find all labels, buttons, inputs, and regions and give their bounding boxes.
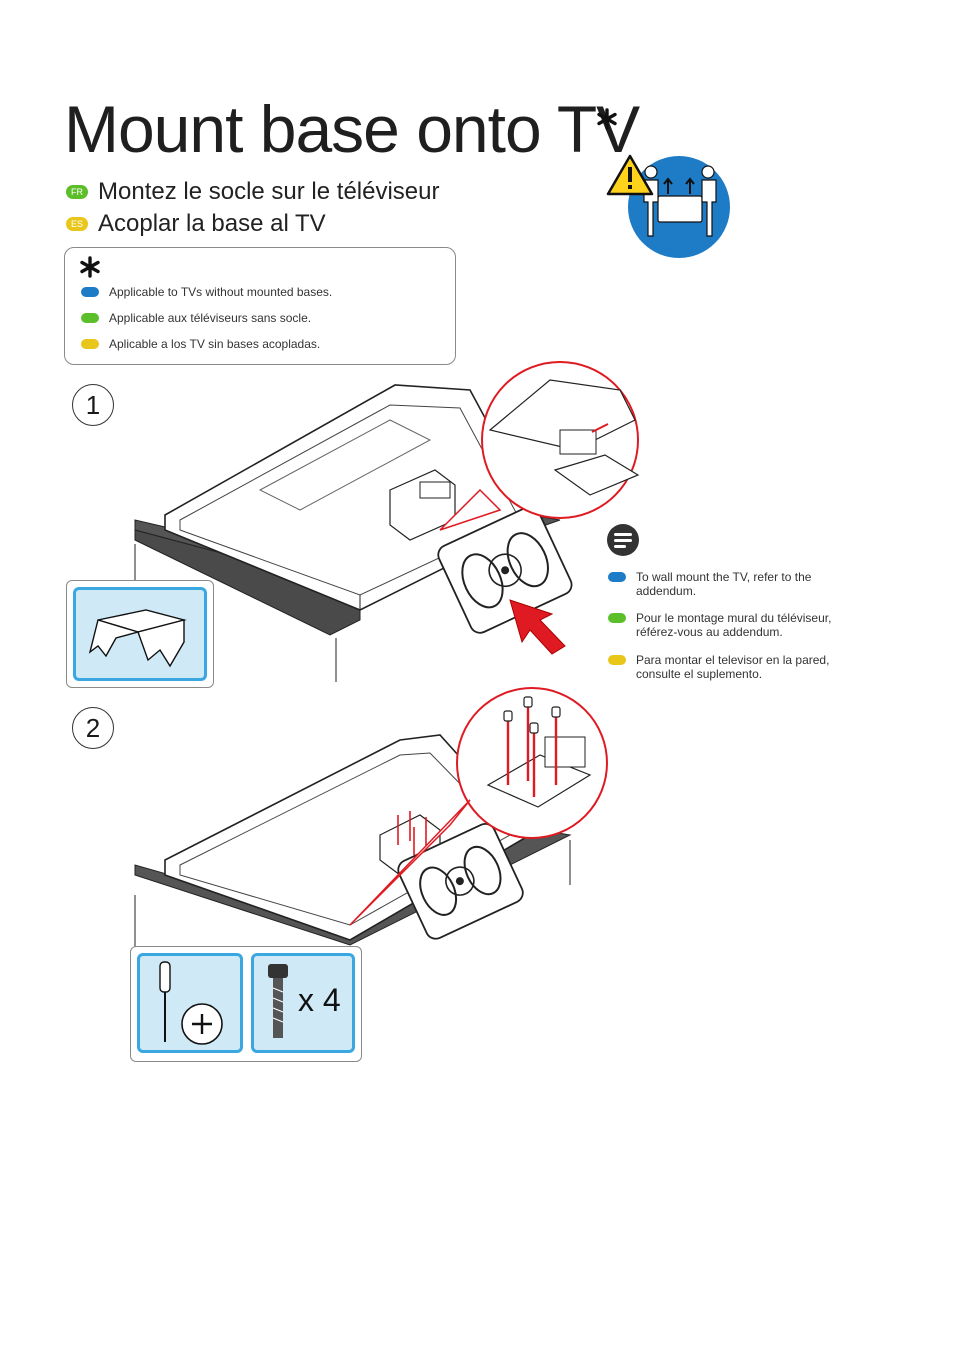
screwdriver-tile [137, 953, 243, 1053]
screw-count: x 4 [298, 982, 341, 1018]
page-title: Mount base onto TV [64, 92, 640, 166]
note-item-text: Applicable to TVs without mounted bases. [109, 285, 333, 299]
step-1-number: 1 [72, 384, 114, 426]
info-item: To wall mount the TV, refer to the adden… [608, 570, 851, 599]
soft-cloth-box [66, 580, 214, 688]
note-item-text: Aplicable a los TV sin bases acopladas. [109, 337, 321, 351]
screw-icon [268, 964, 288, 1038]
info-item-text: To wall mount the TV, refer to the adden… [636, 570, 812, 599]
note-icon [607, 524, 639, 556]
step-1-illustration [134, 361, 640, 682]
yellow-dot [608, 655, 626, 665]
lang-row-es: ES Acoplar la base al TV [66, 210, 326, 238]
tablecloth-icon [88, 609, 187, 668]
note-item: Applicable to TVs without mounted bases. [81, 285, 332, 299]
note-item: Applicable aux téléviseurs sans socle. [81, 311, 311, 325]
step-2-illustration [134, 687, 608, 955]
lang-text-fr: Montez le socle sur le téléviseur [98, 178, 440, 205]
blue-dot [81, 287, 99, 297]
note-item-text: Applicable aux téléviseurs sans socle. [109, 311, 312, 325]
step-2-number: 2 [72, 707, 114, 749]
lang-badge-fr: FR [66, 185, 88, 199]
asterisk-icon [80, 256, 100, 278]
applicability-note: Applicable to TVs without mounted bases.… [64, 247, 456, 365]
blue-dot [608, 572, 626, 582]
info-item: Para montar el televisor en la pared, co… [608, 653, 851, 682]
lang-badge-es: ES [66, 217, 88, 231]
green-dot [608, 613, 626, 623]
phillips-screwdriver-icon [159, 961, 223, 1045]
yellow-dot [81, 339, 99, 349]
info-item: Pour le montage mural du téléviseur, réf… [608, 611, 851, 640]
lang-row-fr: FR Montez le socle sur le téléviseur [66, 178, 439, 206]
soft-cloth-tile [73, 587, 207, 681]
info-item-text: Para montar el televisor en la pared, co… [636, 653, 830, 682]
green-dot [81, 313, 99, 323]
lang-text-es: Acoplar la base al TV [98, 210, 326, 237]
asterisk-icon [597, 108, 617, 130]
two-person-lift-warning-icon [606, 154, 730, 258]
note-item: Aplicable a los TV sin bases acopladas. [81, 337, 320, 351]
info-item-text: Pour le montage mural du téléviseur, réf… [636, 611, 832, 640]
tools-box: x 4 [130, 946, 362, 1062]
screw-tile: x 4 [251, 953, 355, 1053]
